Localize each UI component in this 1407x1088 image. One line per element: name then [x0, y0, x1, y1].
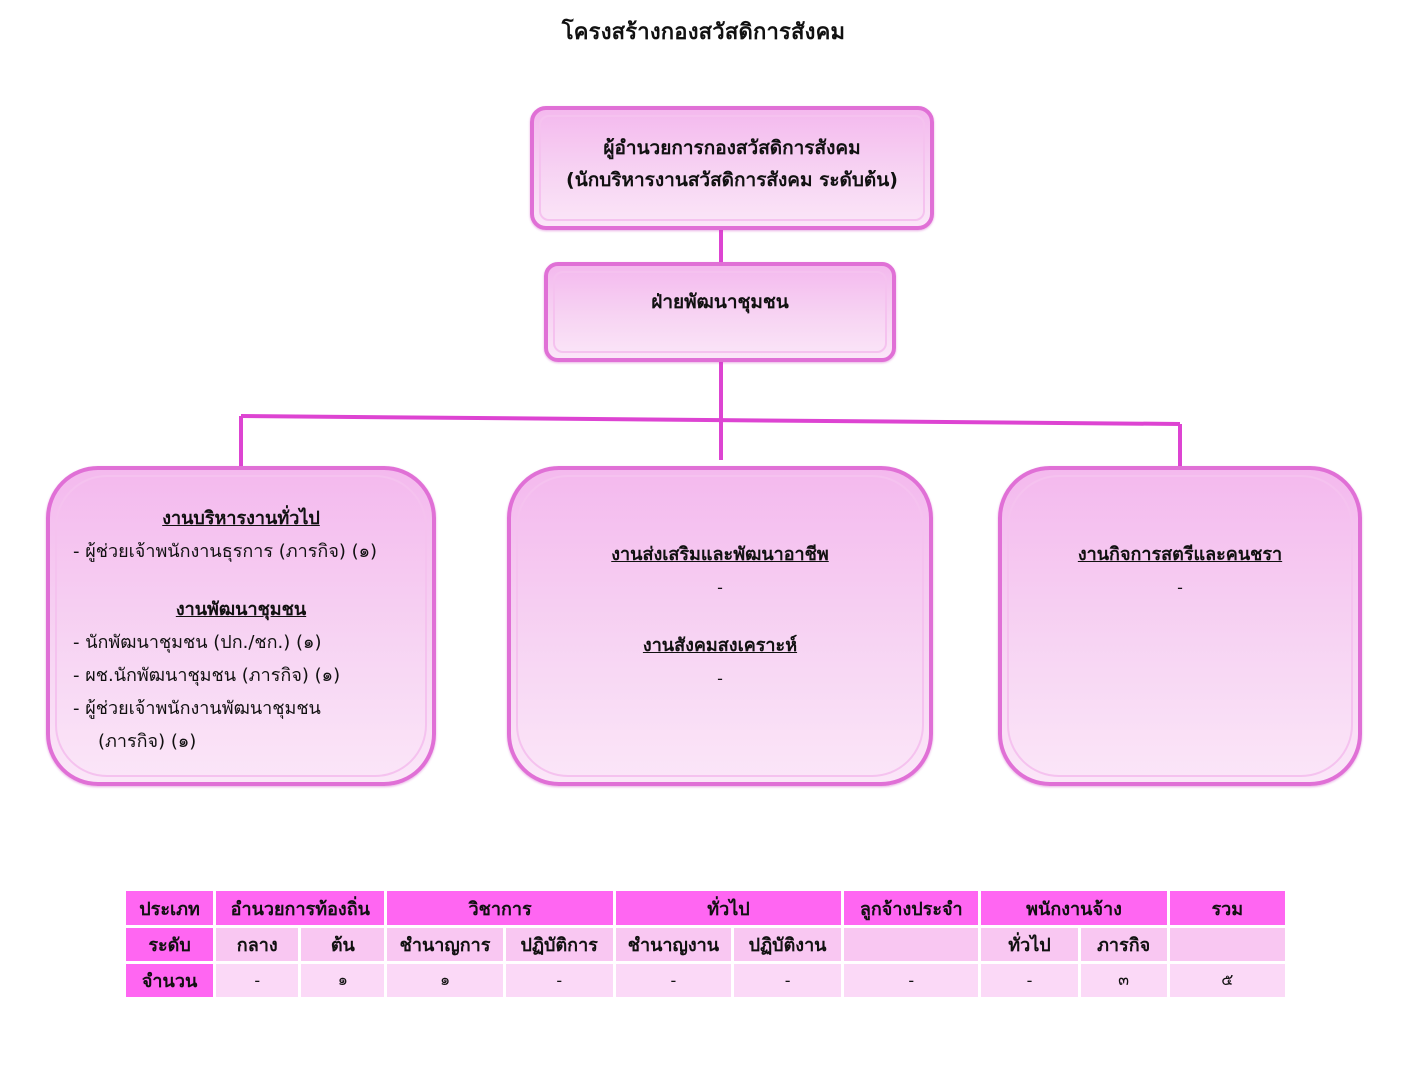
unit-staff-item: - ผู้ช่วยเจ้าพนักงานพัฒนาชุมชน — [73, 698, 321, 719]
table-level-cell: ชำนาญงาน — [615, 928, 731, 961]
table-level-cell: ปฏิบัติงาน — [733, 928, 842, 961]
unit-card-general-admin: งานบริหารงานทั่วไป - ผู้ช่วยเจ้าพนักงานธ… — [46, 466, 436, 786]
unit-staff-item: - นักพัฒนาชุมชน (ปก./ชก.) (๑) — [73, 632, 322, 653]
table-count-cell: - — [981, 964, 1078, 997]
table-group-header: วิชาการ — [387, 891, 613, 925]
unit-card-career-promotion: งานส่งเสริมและพัฒนาอาชีพ - งานสังคมสงเคร… — [507, 466, 933, 786]
table-group-header: อำนวยการท้องถิ่น — [216, 891, 385, 925]
director-title: ผู้อำนวยการกองสวัสดิการสังคม — [603, 137, 861, 159]
unit-heading-women-elderly: งานกิจการสตรีและคนชรา — [1077, 544, 1283, 565]
table-count-cell: - — [216, 964, 299, 997]
table-count-cell: ๓ — [1080, 964, 1167, 997]
table-level-cell: ภารกิจ — [1080, 928, 1167, 961]
staff-summary-table: ประเภท อำนวยการท้องถิ่น วิชาการ ทั่วไป ล… — [123, 888, 1288, 1000]
table-row-label: ระดับ — [126, 928, 214, 961]
unit-staff-item-continued: (ภารกิจ) (๑) — [98, 731, 197, 752]
table-row-label: ประเภท — [126, 891, 214, 925]
unit-heading-career-promotion: งานส่งเสริมและพัฒนาอาชีพ — [611, 544, 829, 565]
table-count-cell: - — [733, 964, 842, 997]
table-row-label: จำนวน — [126, 964, 214, 997]
unit-staff-empty: - — [1177, 578, 1183, 597]
table-row-level: ระดับ กลาง ต้น ชำนาญการ ปฏิบัติการ ชำนาญ… — [126, 928, 1285, 961]
unit-staff-item: - ผช.นักพัฒนาชุมชน (ภารกิจ) (๑) — [73, 665, 341, 686]
division-box: ฝ่ายพัฒนาชุมชน — [544, 262, 896, 362]
unit-heading-general-admin: งานบริหารงานทั่วไป — [162, 508, 320, 529]
unit-staff-item: - ผู้ช่วยเจ้าพนักงานธุรการ (ภารกิจ) (๑) — [73, 541, 378, 562]
table-count-cell: ๑ — [387, 964, 503, 997]
table-count-cell: - — [505, 964, 613, 997]
table-group-header: ทั่วไป — [615, 891, 842, 925]
table-count-cell: ๕ — [1169, 964, 1285, 997]
table-count-cell: - — [615, 964, 731, 997]
unit-card-women-elderly: งานกิจการสตรีและคนชรา - — [998, 466, 1362, 786]
director-box: ผู้อำนวยการกองสวัสดิการสังคม (นักบริหารง… — [530, 106, 934, 230]
table-group-header: พนักงานจ้าง — [981, 891, 1167, 925]
table-level-cell — [844, 928, 979, 961]
table-level-cell: ต้น — [301, 928, 385, 961]
table-level-cell: ทั่วไป — [981, 928, 1078, 961]
table-group-header: รวม — [1169, 891, 1285, 925]
table-row-type: ประเภท อำนวยการท้องถิ่น วิชาการ ทั่วไป ล… — [126, 891, 1285, 925]
table-level-cell: ปฏิบัติการ — [505, 928, 613, 961]
unit-heading-social-welfare: งานสังคมสงเคราะห์ — [642, 635, 798, 656]
table-level-cell — [1169, 928, 1285, 961]
unit-staff-empty: - — [717, 578, 723, 597]
table-group-header: ลูกจ้างประจำ — [844, 891, 979, 925]
table-level-cell: กลาง — [216, 928, 299, 961]
table-level-cell: ชำนาญการ — [387, 928, 503, 961]
director-position: (นักบริหารงานสวัสดิการสังคม ระดับต้น) — [566, 169, 898, 191]
page-title: โครงสร้างกองสวัสดิการสังคม — [561, 20, 846, 45]
unit-staff-empty: - — [717, 669, 723, 688]
division-title: ฝ่ายพัฒนาชุมชน — [651, 291, 789, 313]
table-count-cell: ๑ — [301, 964, 385, 997]
table-row-count: จำนวน - ๑ ๑ - - - - - ๓ ๕ — [126, 964, 1285, 997]
connector-bus — [240, 414, 1181, 426]
unit-heading-community-dev: งานพัฒนาชุมชน — [175, 599, 307, 620]
table-count-cell: - — [844, 964, 979, 997]
